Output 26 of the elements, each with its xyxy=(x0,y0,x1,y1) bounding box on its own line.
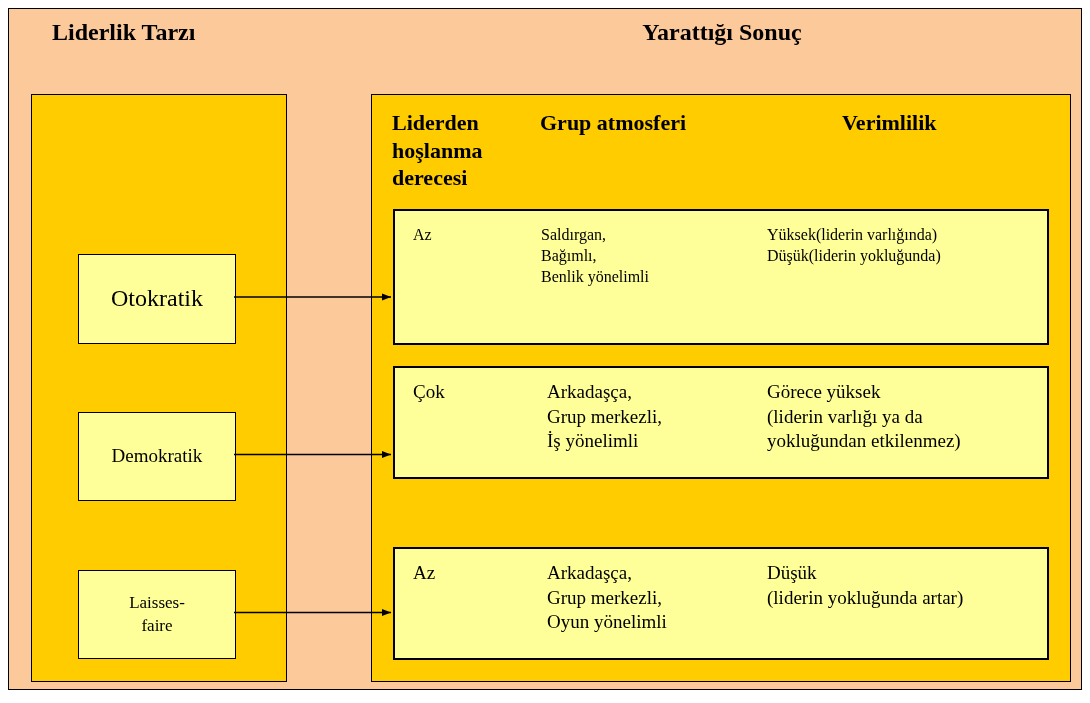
style-box xyxy=(78,254,236,344)
style-box xyxy=(78,412,236,501)
column-heading: Verimlilik xyxy=(842,109,937,137)
result-row-box xyxy=(393,366,1049,479)
arrow xyxy=(233,608,392,617)
row-text: Saldırgan, Bağımlı, Benlik yönelimli xyxy=(541,225,649,288)
style-label: Demokratik xyxy=(111,444,203,469)
row-text: Arkadaşça, Grup merkezli, Oyun yönelimli xyxy=(547,561,667,635)
row-text: Az xyxy=(413,561,436,585)
row-text: Görece yüksek (liderin varlığı ya da yokluğundan etkilenmez) xyxy=(767,380,961,454)
row-text: Çok xyxy=(413,380,445,404)
arrow xyxy=(233,293,392,301)
row-text: Az xyxy=(413,225,432,245)
column-heading: Liderden hoşlanma derecesi xyxy=(392,109,483,192)
panel-heading: Yarattığı Sonuç xyxy=(641,19,803,46)
arrow xyxy=(233,450,392,459)
style-label: Otokratik xyxy=(111,284,203,314)
panel-heading: Liderlik Tarzı xyxy=(52,19,196,46)
row-text: Arkadaşça, Grup merkezli, İş yönelimli xyxy=(547,380,662,454)
row-text: Yüksek(liderin varlığında) Düşük(liderin yokluğunda) xyxy=(767,225,941,267)
row-text: Düşük (liderin yokluğunda artar) xyxy=(767,561,964,610)
style-box xyxy=(78,570,236,659)
result-row-box xyxy=(393,547,1049,660)
style-label: Laisses- faire xyxy=(129,592,185,637)
result-row-box xyxy=(393,209,1049,345)
column-heading: Grup atmosferi xyxy=(540,109,687,137)
